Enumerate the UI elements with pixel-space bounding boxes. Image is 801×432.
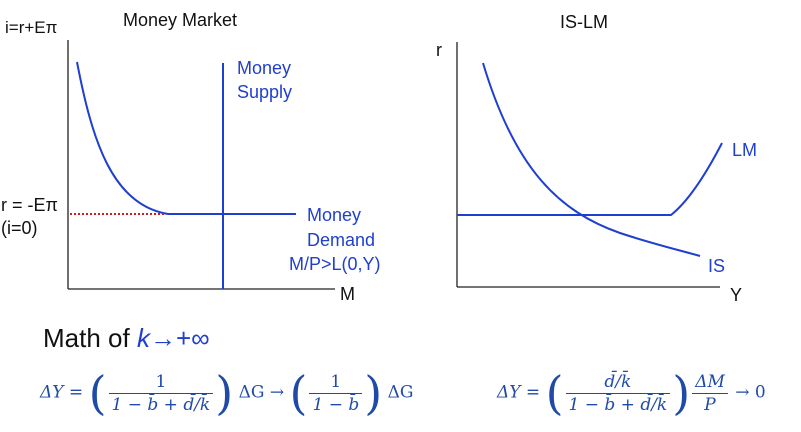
rate-label-line1: r = -Eπ bbox=[1, 195, 58, 215]
money-demand-curve bbox=[76, 61, 296, 215]
eq2-denominator: 1 − b̄ + d̄/k̄ bbox=[568, 394, 668, 415]
eq2-numerator: d̄/k̄ bbox=[565, 371, 671, 394]
money-market-title: Money Market bbox=[123, 10, 238, 30]
money-demand-label-line1: Money bbox=[307, 205, 362, 225]
lm-label: LM bbox=[732, 140, 758, 160]
islm-title: IS-LM bbox=[560, 12, 609, 32]
eq1-numerator: 1 bbox=[108, 371, 214, 394]
islm-x-axis-label: Y bbox=[730, 285, 743, 305]
eq1-lhs: ΔY = bbox=[40, 382, 84, 403]
money-supply-label-line1: Money bbox=[237, 58, 292, 78]
eq1-middle: ΔG → bbox=[238, 382, 285, 403]
money-market-y-axis-label: i=r+Eπ bbox=[5, 18, 58, 37]
math-title-arrow: →+∞ bbox=[149, 323, 210, 353]
eq2-numerator-2: ΔM bbox=[692, 371, 728, 394]
money-supply-label-line2: Supply bbox=[237, 82, 293, 102]
money-demand-label-line2: Demand bbox=[307, 230, 376, 250]
is-label: IS bbox=[708, 256, 726, 276]
money-demand-label-line3: M/P>L(0,Y) bbox=[289, 254, 381, 274]
lm-curve bbox=[457, 142, 723, 216]
rate-label-line2: (i=0) bbox=[1, 218, 38, 238]
islm-y-axis-label: r bbox=[436, 40, 442, 60]
eq1-end: ΔG bbox=[387, 382, 414, 403]
eq2-denominator-2: P bbox=[704, 394, 716, 415]
math-title-prefix: Math of bbox=[43, 323, 137, 353]
money-market-x-axis-label: M bbox=[340, 284, 355, 304]
eq2-fraction: d̄/k̄1 − b̄ + d̄/k̄ bbox=[565, 371, 671, 416]
eq2-lhs: ΔY = bbox=[497, 382, 541, 403]
eq1-denominator: 1 − b̄ + d̄/k̄ bbox=[111, 394, 211, 415]
math-title-k: k bbox=[136, 323, 150, 353]
eq1-numerator-2: 1 bbox=[309, 371, 363, 394]
math-title: Math of k→+∞ bbox=[43, 324, 210, 352]
eq2-end: → 0 bbox=[735, 382, 766, 403]
is-curve bbox=[482, 62, 701, 257]
eq1-denominator-2: 1 − b̄ bbox=[312, 394, 360, 415]
